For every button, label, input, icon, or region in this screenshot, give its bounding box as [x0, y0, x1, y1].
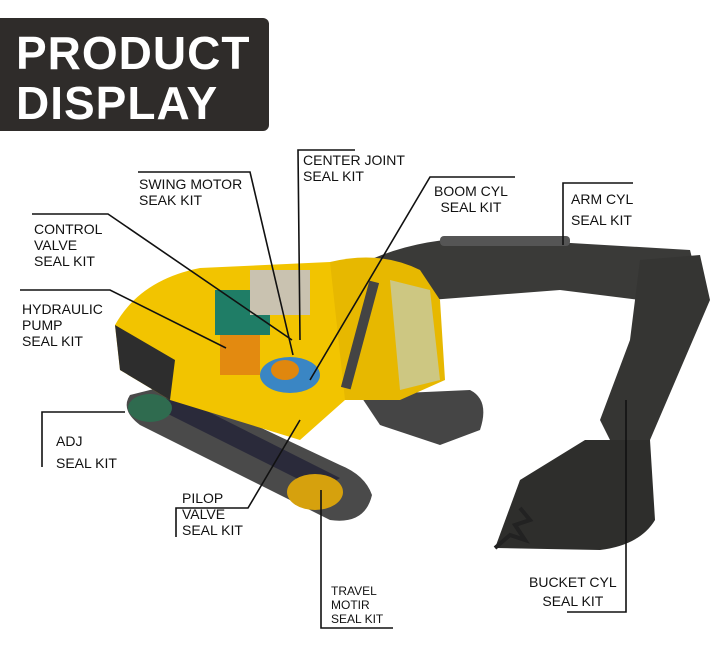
leader-lines — [20, 149, 633, 629]
upper-body — [115, 257, 445, 440]
label-text: PUMP — [22, 317, 63, 333]
label-text: BUCKET CYL — [529, 574, 617, 590]
label-bucket-cyl: BUCKET CYL SEAL KIT — [529, 573, 617, 611]
label-text: ARM CYL — [571, 191, 634, 207]
title-line-1: PRODUCT — [16, 27, 251, 79]
boom-cylinder — [340, 280, 380, 390]
tracks — [126, 385, 484, 521]
label-text: SEAL KIT — [56, 455, 117, 471]
label-travel-motor: TRAVEL MOTIR SEAL KIT — [331, 584, 383, 626]
label-text: SEAL KIT — [542, 593, 604, 609]
label-center-joint: CENTER JOINT SEAL KIT — [303, 152, 405, 184]
travel-motor — [287, 474, 343, 510]
label-text: SEAL KIT — [303, 168, 364, 184]
label-text: CONTROL — [34, 221, 103, 237]
label-text: HYDRAULIC — [22, 301, 103, 317]
label-text: BOOM CYL — [434, 183, 508, 199]
hydraulic-pump — [220, 335, 260, 375]
label-text: SEAL KIT — [182, 522, 243, 538]
label-pilop-valve: PILOP VALVE SEAL KIT — [182, 490, 243, 538]
cab-window — [390, 280, 440, 390]
bucket — [495, 440, 655, 550]
label-text: SEAK KIT — [139, 192, 203, 208]
label-adj: ADJ SEAL KIT — [56, 430, 117, 474]
title-line-2: DISPLAY — [16, 77, 219, 129]
adj-idler — [128, 394, 172, 422]
label-text: TRAVEL — [331, 584, 377, 598]
swing-motor — [271, 360, 299, 380]
label-swing-motor: SWING MOTOR SEAK KIT — [139, 176, 242, 208]
label-text: ADJ — [56, 433, 83, 449]
label-text: CENTER JOINT — [303, 152, 405, 168]
label-boom-cyl: BOOM CYL SEAL KIT — [434, 183, 508, 215]
label-text: SWING MOTOR — [139, 176, 243, 192]
arm-cylinder — [440, 236, 570, 246]
label-text: SEAL KIT — [571, 212, 632, 228]
label-control-valve: CONTROL VALVE SEAL KIT — [34, 221, 102, 269]
tank — [250, 270, 310, 315]
label-hydraulic-pump: HYDRAULIC PUMP SEAL KIT — [22, 301, 103, 349]
label-text: SEAL KIT — [440, 199, 502, 215]
label-text: MOTIR — [331, 598, 370, 612]
label-text: PILOP — [182, 490, 224, 506]
label-text: SEAL KIT — [22, 333, 83, 349]
label-text: VALVE — [34, 237, 78, 253]
label-arm-cyl: ARM CYL SEAL KIT — [571, 189, 633, 231]
label-text: SEAL KIT — [34, 253, 95, 269]
boom-arm — [350, 236, 710, 550]
label-text: SEAL KIT — [331, 612, 384, 626]
label-text: VALVE — [182, 506, 226, 522]
title-banner: PRODUCT DISPLAY — [0, 18, 269, 131]
